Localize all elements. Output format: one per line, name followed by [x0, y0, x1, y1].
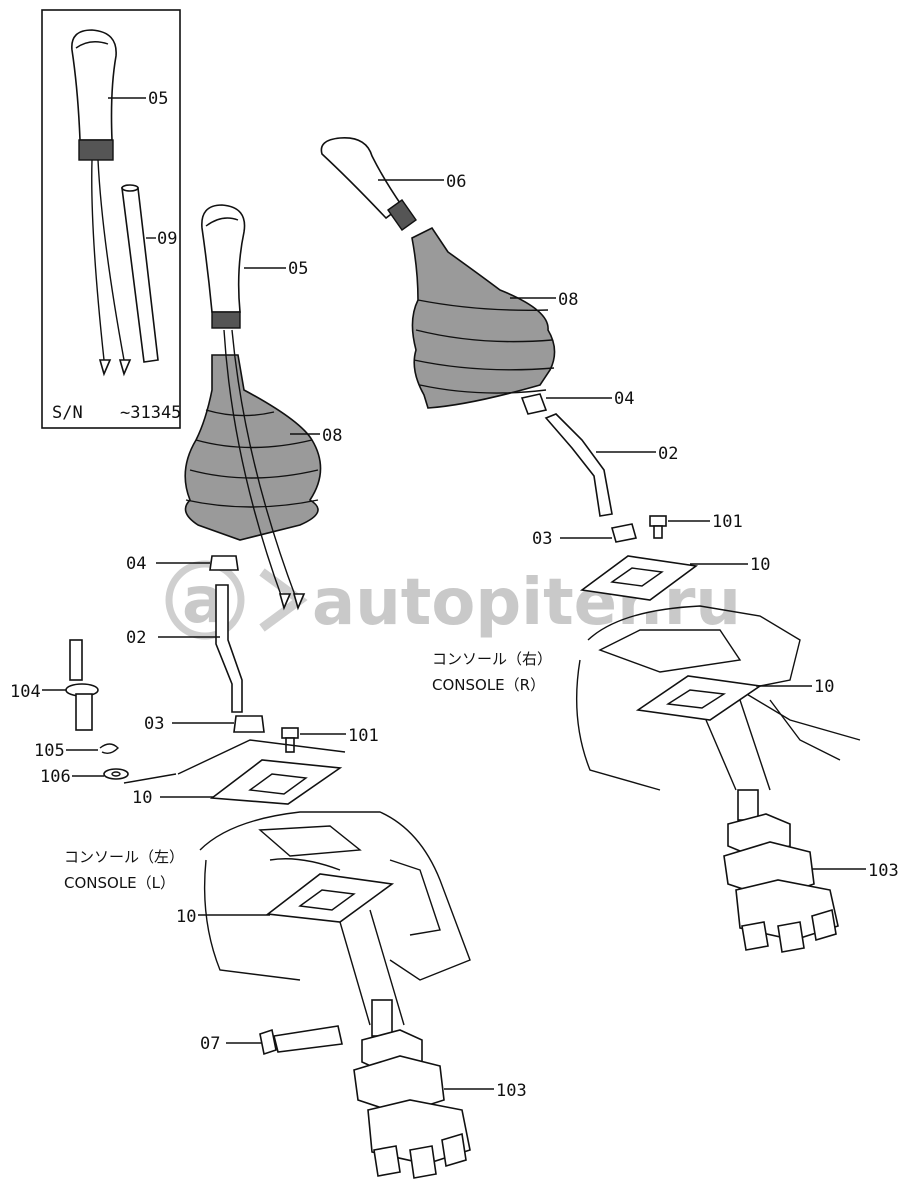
- label-nut-lower-right: 03: [532, 529, 552, 549]
- label-clip-left: 105: [34, 741, 65, 761]
- label-knob-left: 05: [288, 259, 308, 279]
- label-boot-left: 08: [322, 426, 342, 446]
- label-bolt-right: 101: [712, 512, 743, 532]
- label-plate-upper-right: 10: [750, 555, 770, 575]
- label-plate-upper-left: 10: [132, 788, 152, 808]
- label-nut-right: 04: [614, 389, 634, 409]
- label-boot-right: 08: [558, 290, 578, 310]
- label-knob-inset: 05: [148, 89, 168, 109]
- label-washer-left: 106: [40, 767, 71, 787]
- label-plate-lower-right: 10: [814, 677, 834, 697]
- label-bolt-long-left: 07: [200, 1034, 220, 1054]
- serial-prefix: S/N: [52, 403, 83, 423]
- label-tube-inset: 09: [157, 229, 177, 249]
- watermark: a autopiter.ru: [165, 560, 741, 640]
- label-bolt-left: 101: [348, 726, 379, 746]
- label-lever-right: 02: [658, 444, 678, 464]
- label-nut-lower-left: 03: [144, 714, 164, 734]
- console-right-jp: コンソール（右）: [432, 650, 552, 668]
- label-knob-right: 06: [446, 172, 466, 192]
- label-valve-left: 103: [496, 1081, 527, 1101]
- label-pin-left: 104: [10, 682, 41, 702]
- console-left-en: CONSOLE（L）: [64, 874, 175, 892]
- label-nut-left: 04: [126, 554, 146, 574]
- left-assembly: 05 08 04 02 03 101 10: [10, 204, 527, 1179]
- label-plate-lower-left: 10: [176, 907, 196, 927]
- right-assembly: 06 08 04 02 03 101 10: [320, 137, 899, 953]
- inset-box: 05 09 S/N ~31345: [41, 9, 181, 429]
- label-valve-right: 103: [868, 861, 899, 881]
- serial-range: ~31345: [120, 403, 181, 423]
- console-left-jp: コンソール（左）: [64, 848, 184, 866]
- label-lever-left: 02: [126, 628, 146, 648]
- console-right-en: CONSOLE（R）: [432, 676, 545, 694]
